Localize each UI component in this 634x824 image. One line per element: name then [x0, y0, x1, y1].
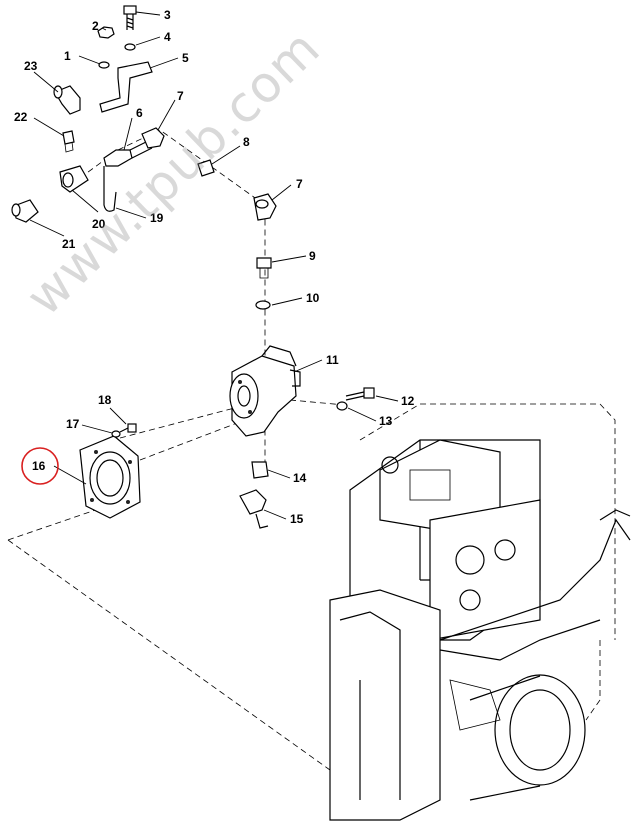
elbow-7-upper	[141, 127, 165, 149]
vertical-fittings-group	[239, 193, 277, 529]
washer-13	[336, 401, 348, 411]
callout-12: 12	[401, 394, 415, 408]
washer-1	[98, 61, 110, 69]
elbow-7-lower	[253, 193, 277, 221]
callout-leaders	[29, 11, 399, 520]
callout-8: 8	[243, 135, 250, 149]
callout-6: 6	[136, 106, 143, 120]
callout-10: 10	[306, 291, 320, 305]
engine-block	[329, 403, 631, 821]
highlight-circle	[21, 447, 59, 485]
callout-17: 17	[66, 417, 80, 431]
callout-18: 18	[98, 393, 112, 407]
callout-11: 11	[326, 353, 339, 367]
callout-15: 15	[290, 512, 304, 526]
tee-20	[59, 165, 89, 193]
callout-9: 9	[309, 249, 316, 263]
callout-2: 2	[92, 19, 99, 33]
elbow-15	[239, 489, 269, 529]
callout-7-lower: 7	[296, 177, 303, 191]
callout-20: 20	[92, 217, 106, 231]
callout-22: 22	[14, 110, 28, 124]
callout-16: 16	[32, 459, 46, 473]
fitting-8	[197, 159, 215, 177]
rod-19	[103, 166, 117, 212]
bolt-12	[345, 387, 375, 401]
bolt-18	[119, 423, 137, 433]
callout-14: 14	[293, 471, 307, 485]
callout-1: 1	[64, 49, 71, 63]
nut-2	[97, 26, 115, 39]
fitting-9	[256, 257, 272, 279]
fitting-14	[251, 461, 269, 479]
elbow-23	[53, 85, 81, 115]
callout-21: 21	[62, 237, 76, 251]
callout-19: 19	[150, 211, 164, 225]
upper-fittings-group	[11, 5, 215, 223]
callout-7-upper: 7	[177, 89, 184, 103]
callout-5: 5	[182, 51, 189, 65]
callout-23: 23	[24, 59, 38, 73]
callout-3: 3	[164, 8, 171, 22]
elbow-21	[11, 199, 39, 223]
hydraulic-pump-11	[229, 345, 301, 437]
adapter-plate-16	[79, 435, 141, 519]
washer-4	[124, 43, 136, 51]
washer-17	[111, 430, 121, 438]
callout-13: 13	[379, 414, 393, 428]
fitting-22	[62, 130, 75, 153]
callout-4: 4	[164, 30, 171, 44]
assembly-lines	[7, 129, 346, 771]
bolt-3	[123, 5, 137, 30]
oring-10	[255, 300, 271, 310]
callout-labels: 1 2 3 4 5 6 7 7 8 9 10 11 12 13 14 15 16…	[14, 8, 415, 526]
bracket-5	[99, 61, 153, 113]
